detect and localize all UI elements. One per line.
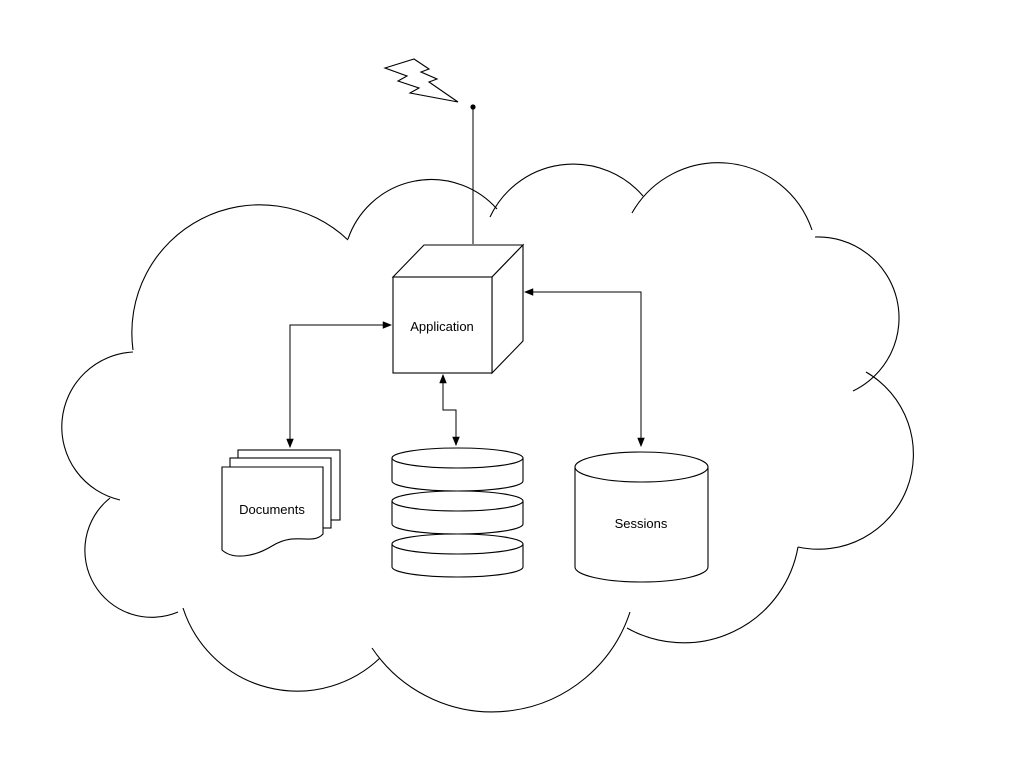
lightning-bolt-icon [383, 58, 459, 103]
disk-1 [391, 447, 524, 492]
antenna-dot [470, 104, 476, 110]
cylinder-top [574, 451, 709, 483]
connector-documents-application [286, 321, 393, 449]
disk-3 [391, 533, 524, 578]
node-application: Application [391, 243, 525, 375]
node-documents: Documents [221, 449, 341, 557]
node-datastore-disk-stack [391, 447, 524, 578]
antenna-connector [470, 104, 476, 244]
cylinder-body [574, 466, 709, 583]
application-label: Application [410, 319, 474, 334]
documents-label: Documents [239, 502, 305, 517]
connector-datastore-application [439, 373, 460, 447]
sessions-label: Sessions [615, 516, 668, 531]
cube-front-face [392, 276, 493, 374]
document-page-front [221, 466, 324, 557]
node-sessions: Sessions [574, 451, 709, 583]
cloud-outline-icon [61, 162, 914, 713]
connector-sessions-application [523, 288, 645, 448]
disk-2 [391, 490, 524, 535]
